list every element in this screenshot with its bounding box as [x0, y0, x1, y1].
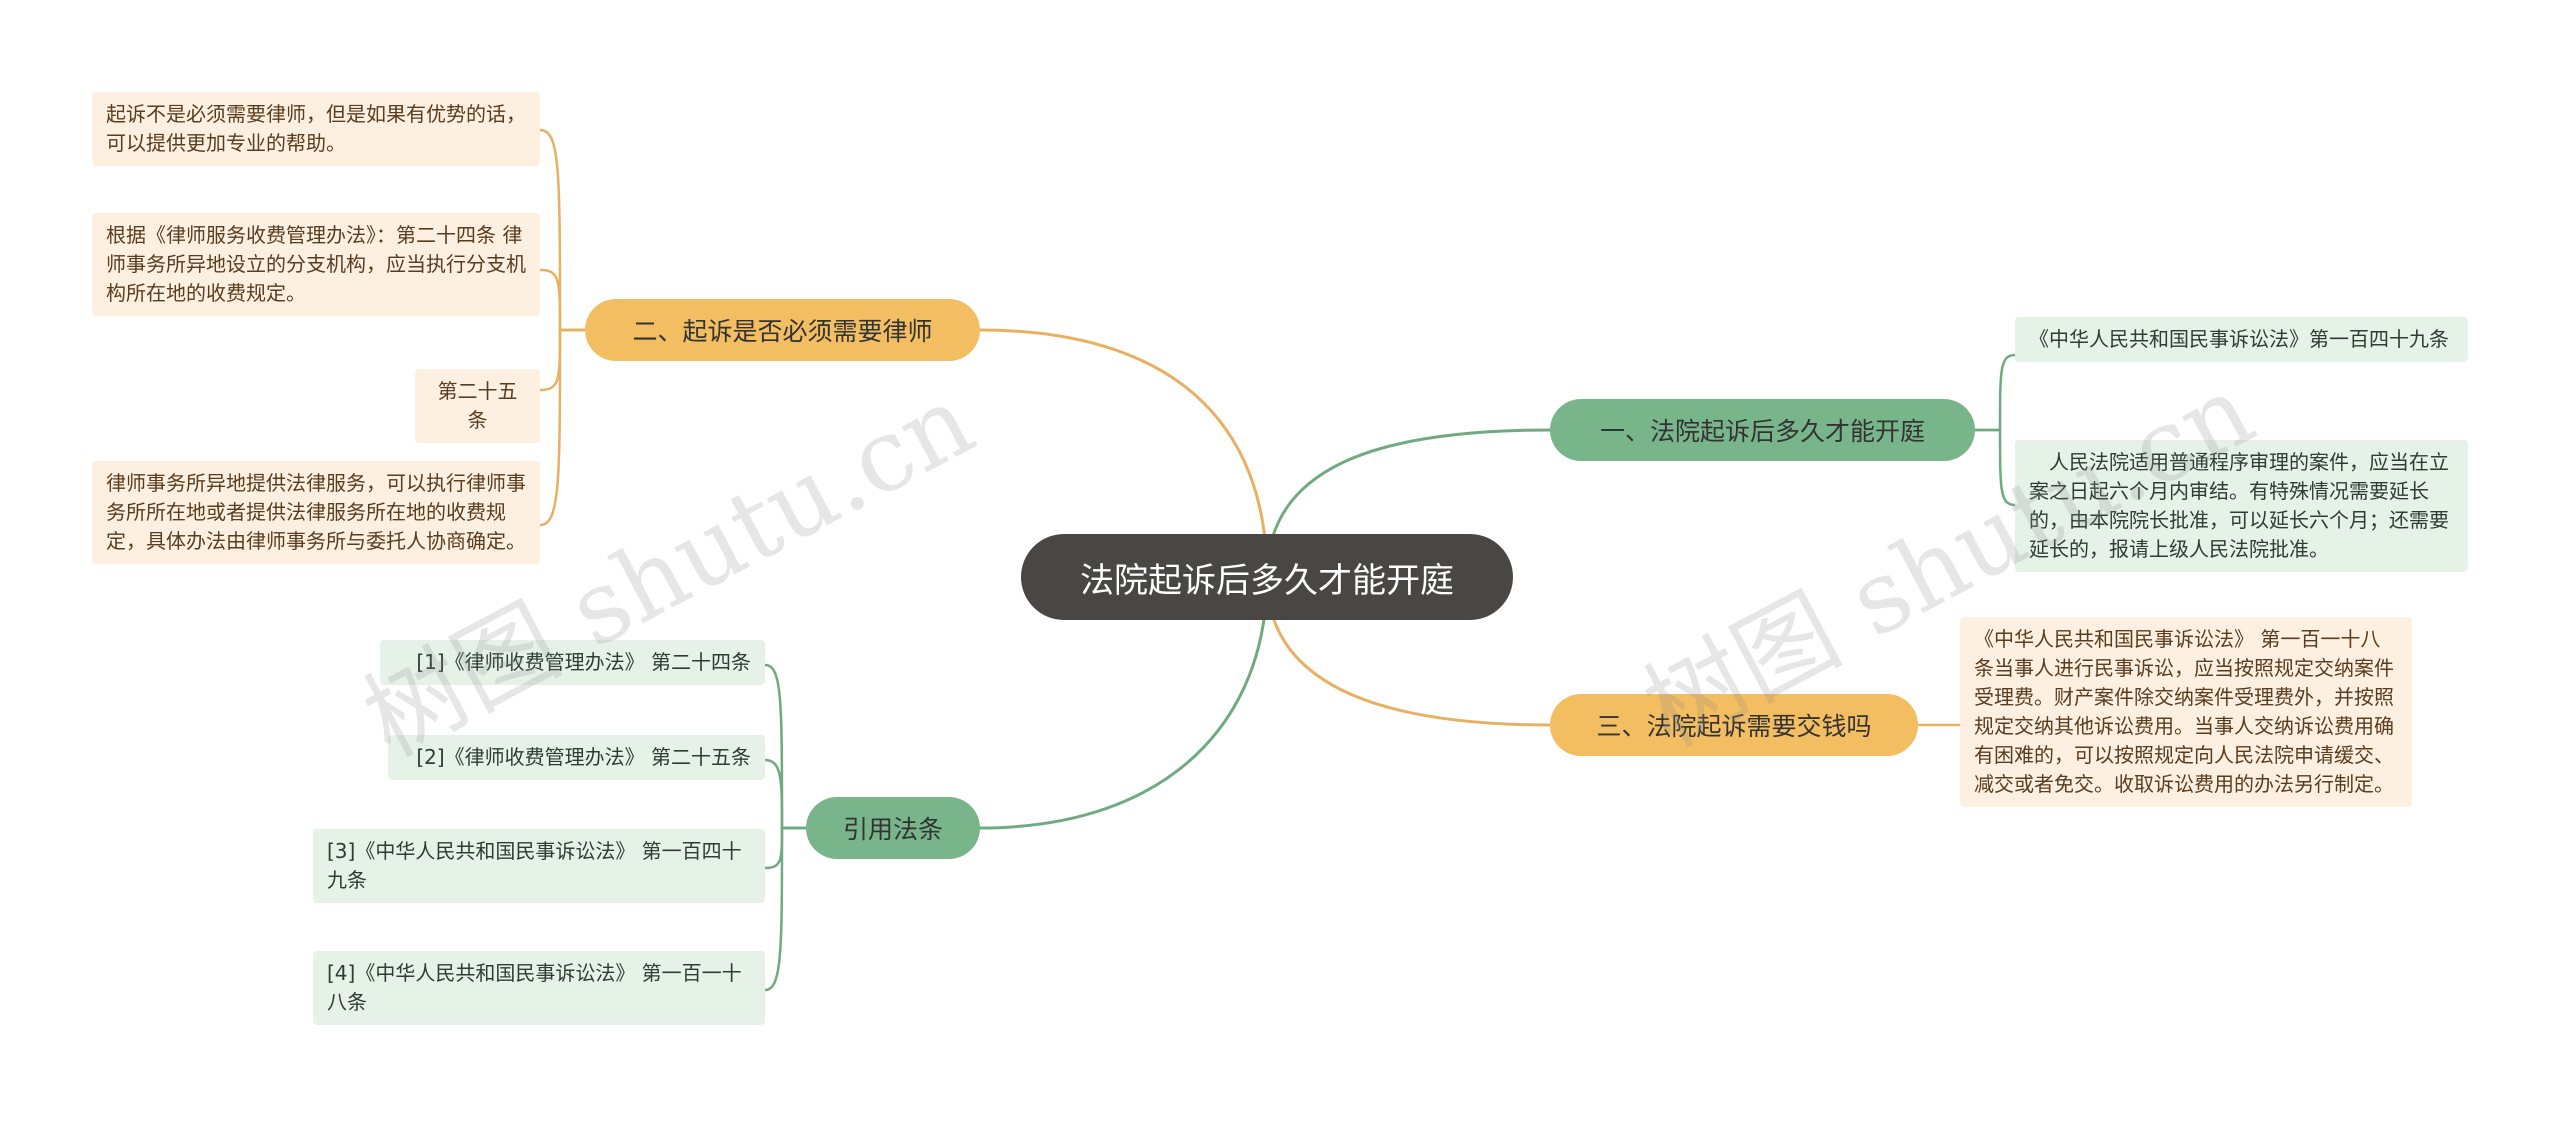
- link-b4-leaf3: [764, 826, 806, 870]
- leaf-court-timing-1[interactable]: 《中华人民共和国民事诉讼法》第一百四十九条: [2015, 317, 2468, 362]
- citation-4[interactable]: [4]《中华人民共和国民事诉讼法》 第一百一十八条: [313, 951, 765, 1025]
- link-b1-leaf2: [1975, 428, 2016, 507]
- link-b4-leaf1: [764, 663, 806, 830]
- link-root-b2: [979, 328, 1269, 578]
- link-b2-leaf2: [539, 268, 585, 332]
- leaf-need-lawyer-2[interactable]: 根据《律师服务收费管理办法》：第二十四条 律师事务所异地设立的分支机构，应当执行…: [92, 213, 540, 316]
- branch-need-lawyer[interactable]: 二、起诉是否必须需要律师: [585, 299, 980, 361]
- branch-court-fee[interactable]: 三、法院起诉需要交钱吗: [1550, 694, 1918, 756]
- link-b2-leaf3: [539, 328, 585, 392]
- branch-citations[interactable]: 引用法条: [806, 797, 980, 859]
- branch-court-timing[interactable]: 一、法院起诉后多久才能开庭: [1550, 399, 1975, 461]
- link-b1-leaf1: [1975, 353, 2016, 432]
- root-topic[interactable]: 法院起诉后多久才能开庭: [1021, 534, 1513, 620]
- leaf-need-lawyer-3[interactable]: 第二十五条: [415, 369, 540, 443]
- leaf-court-timing-2[interactable]: 人民法院适用普通程序审理的案件，应当在立案之日起六个月内审结。有特殊情况需要延长…: [2015, 440, 2468, 572]
- link-root-b4: [979, 576, 1269, 830]
- leaf-need-lawyer-1[interactable]: 起诉不是必须需要律师，但是如果有优势的话，可以提供更加专业的帮助。: [92, 92, 540, 166]
- citation-2[interactable]: [2]《律师收费管理办法》 第二十五条: [388, 735, 765, 780]
- link-b4-leaf2: [764, 758, 806, 830]
- link-b4-leaf4: [764, 826, 806, 992]
- citation-3[interactable]: [3]《中华人民共和国民事诉讼法》 第一百四十九条: [313, 829, 765, 903]
- leaf-need-lawyer-4[interactable]: 律师事务所异地提供法律服务，可以执行律师事务所所在地或者提供法律服务所在地的收费…: [92, 461, 540, 564]
- link-b2-leaf4: [539, 328, 585, 527]
- leaf-court-fee-1[interactable]: 《中华人民共和国民事诉讼法》 第一百一十八条当事人进行民事诉讼，应当按照规定交纳…: [1960, 617, 2412, 807]
- citation-1[interactable]: [1]《律师收费管理办法》 第二十四条: [380, 640, 765, 685]
- link-b2-leaf1: [539, 128, 585, 332]
